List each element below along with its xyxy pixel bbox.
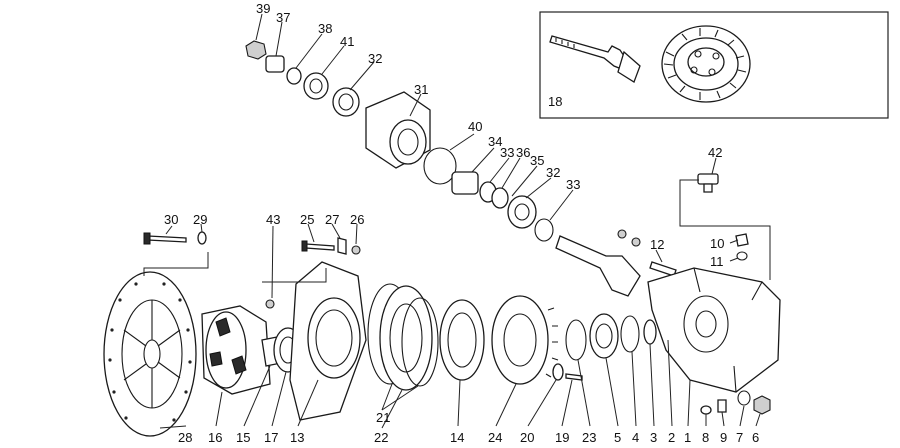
part-41-seal [303,72,329,100]
part-27-washer [337,237,347,255]
callout-26: 26 [350,212,364,227]
callout-43: 43 [266,212,280,227]
callout-19: 19 [555,430,569,445]
part-9-plug [717,399,727,413]
upper-pinion-assembly [245,40,677,297]
callout-9: 9 [720,430,727,445]
callout-labels: 39 37 38 41 32 31 40 34 33 36 35 32 33 1… [164,1,759,445]
callout-12: 12 [650,237,664,252]
callout-10: 10 [710,236,724,251]
callout-7: 7 [736,430,743,445]
part-7-washer [737,390,751,406]
callout-4: 4 [632,430,639,445]
callout-8: 8 [702,430,709,445]
callout-33-mid: 33 [500,145,514,160]
final-drive-housing [647,173,781,415]
part-11-washer [736,251,748,261]
callout-41: 41 [340,34,354,49]
part-21-gasket-b [401,297,439,387]
part-5-bearing [589,313,619,359]
part-8-washer [700,405,712,415]
callout-20: 20 [520,430,534,445]
callout-39: 39 [256,1,270,16]
callout-29: 29 [193,212,207,227]
part-26-nut [351,245,361,255]
callout-34: 34 [488,134,502,149]
part-32-bearing-lower [507,195,537,229]
part-28-brake-disc [103,271,197,437]
part-10-plug [735,233,749,247]
callout-24: 24 [488,430,502,445]
callout-17: 17 [264,430,278,445]
callout-5: 5 [614,430,621,445]
part-1-housing [647,267,781,393]
part-34-sleeve [451,171,479,195]
part-19-screw [565,373,583,381]
callout-18: 18 [548,94,562,109]
callout-3: 3 [650,430,657,445]
part-39-nut [245,40,267,60]
part-42-breather [697,173,719,185]
inset-bevel-gear-set [539,11,889,119]
part-37-spacer [265,55,285,73]
part-40-o-ring [423,147,457,185]
callout-32-lower: 32 [546,165,560,180]
part-4-ring [620,315,640,353]
part-36-shim [491,187,509,209]
part-3-shim [643,319,657,345]
leader-lines [143,13,771,429]
callout-21-a: 21 [376,410,390,425]
callout-32-upper: 32 [368,51,382,66]
part-43-bolt [265,299,275,309]
callout-27: 27 [325,212,339,227]
part-38-washer [286,67,302,85]
part-29-washer [197,231,207,245]
part-23-ring [565,319,587,361]
part-25-bolt [305,243,335,251]
callout-14: 14 [450,430,464,445]
callout-13: 13 [290,430,304,445]
callout-38: 38 [318,21,332,36]
callout-28: 28 [178,430,192,445]
part-22-flange [379,285,433,391]
callout-37: 37 [276,10,290,25]
callout-25: 25 [300,212,314,227]
part-14-bearing [439,299,485,381]
callout-42: 42 [708,145,722,160]
callout-31: 31 [414,82,428,97]
callout-11: 11 [710,254,724,269]
part-12-stud [649,261,677,277]
callout-23: 23 [582,430,596,445]
pinion-shaft [555,235,641,297]
callout-2: 2 [668,430,675,445]
callout-36: 36 [516,145,530,160]
callout-35: 35 [530,153,544,168]
callout-33-lower: 33 [566,177,580,192]
callout-40: 40 [468,119,482,134]
callout-16: 16 [208,430,222,445]
left-assembly [103,231,674,437]
part-24-crown-gear [491,295,549,385]
callout-6: 6 [752,430,759,445]
part-30-bolt [147,235,187,243]
part-33-washer [534,218,554,242]
callout-1: 1 [684,430,691,445]
callout-22: 22 [374,430,388,445]
callout-30: 30 [164,212,178,227]
part-20-plate [552,363,564,381]
callout-15: 15 [236,430,250,445]
part-6-drain-plug [753,395,771,415]
part-32-bearing-upper [332,87,360,117]
